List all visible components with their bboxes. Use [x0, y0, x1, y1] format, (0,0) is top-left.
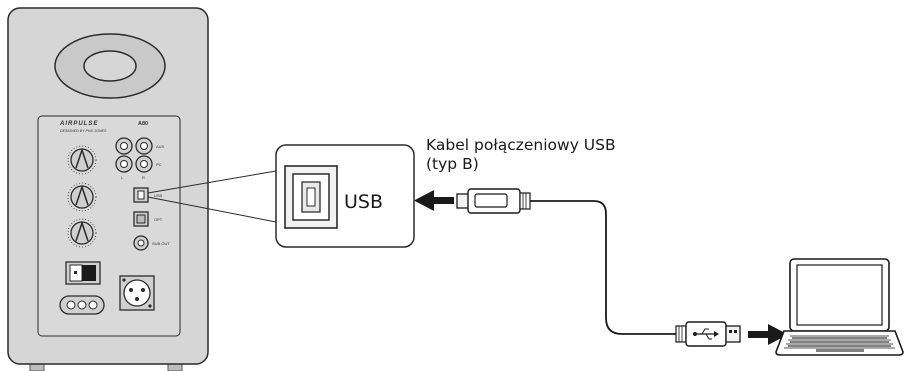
callout-usb-label: USB: [344, 191, 383, 213]
tagline-label: DESIGNED BY PHIL JONES: [60, 129, 107, 133]
treble-knob: [67, 182, 97, 212]
xlr-input: [119, 275, 155, 311]
rca-jacks: [115, 137, 153, 173]
callout-leader-top: [147, 170, 277, 194]
usb-a-plug-icon: [675, 321, 741, 347]
usb-port-panel: [133, 187, 149, 203]
opt-label: OPT: [154, 217, 163, 222]
power-inlet: [59, 295, 105, 315]
power-switch: [65, 261, 101, 285]
usb-callout: USB: [147, 144, 415, 248]
usb-cable-wire: [530, 200, 676, 335]
arrow-left-icon: [414, 190, 454, 211]
usb-b-port-icon: [284, 165, 338, 229]
brand-label: AIRPULSE: [59, 121, 98, 127]
model-label: A80: [138, 121, 148, 127]
speaker-rear-panel: AIRPULSE A80 DESIGNED BY PHIL JONES: [7, 7, 209, 371]
volume-knob: [67, 145, 97, 175]
aux-label: AUX: [156, 144, 165, 149]
usb-b-plug-icon: [456, 188, 531, 214]
usb-panel-label: USB: [154, 193, 163, 198]
left-channel-label: L: [121, 175, 124, 180]
pc-label: PC: [156, 162, 162, 167]
bass-knob: [67, 218, 97, 248]
arrow-right-icon: [748, 324, 788, 345]
cable-label-line1: Kabel połączeniowy USB: [426, 136, 616, 154]
right-channel-label: R: [142, 175, 145, 180]
callout-leader-bottom: [147, 196, 277, 223]
laptop-icon: [775, 258, 904, 356]
connector-plate: [37, 115, 181, 337]
optical-port: [133, 211, 149, 227]
sub-out-jack: [133, 235, 149, 251]
sub-out-label: SUB OUT: [152, 241, 170, 246]
cable-label-line2: (typ B): [426, 155, 479, 173]
